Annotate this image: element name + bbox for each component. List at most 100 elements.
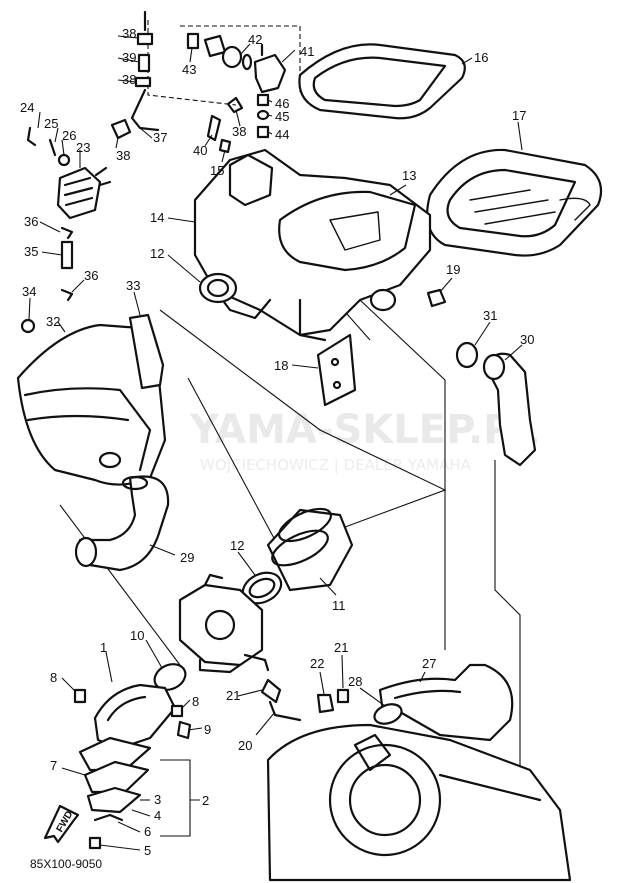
callout-24: 24: [20, 100, 34, 115]
screw-24: [26, 126, 37, 147]
valve-body-23: [56, 166, 102, 220]
screw-43: [186, 32, 200, 50]
filter-mesh: [446, 168, 577, 238]
leader-36b: [71, 279, 85, 293]
clip-38c: [110, 118, 132, 140]
callout-12: 12: [150, 246, 164, 261]
air-filter-gasket: [298, 43, 466, 120]
washer-46: [256, 93, 270, 107]
leader-38a: [117, 35, 139, 39]
watermark-subtitle: WOJCIECHOWICZ | DEALER YAMAHA: [200, 456, 472, 474]
callout-37: 37: [153, 130, 167, 145]
hose-29-body: [78, 475, 170, 572]
callout-4: 4: [154, 808, 161, 823]
air-box-outlet-right: [369, 288, 397, 312]
callout-8: 8: [50, 670, 57, 685]
callout-leaders: [28, 35, 523, 851]
clamp-12-lower-inner: [248, 577, 276, 599]
reed-stopper-4: [86, 786, 142, 814]
leader-46: [267, 99, 273, 103]
callout-44: 44: [275, 127, 289, 142]
reed-valve-3: [83, 760, 150, 794]
leader-15: [221, 149, 226, 163]
valve-connectors: [94, 166, 112, 187]
clip-36-bottom: [60, 288, 74, 302]
bolt-44: [256, 125, 270, 139]
washer-26: [57, 153, 71, 167]
leader-9: [187, 727, 203, 731]
callout-3: 3: [154, 792, 161, 807]
callout-6: 6: [144, 824, 151, 839]
ref-line-29-to-reed: [59, 504, 181, 666]
leader-27: [419, 671, 426, 683]
cooling-duct-27-ridge: [393, 689, 462, 700]
hose-30-end: [482, 353, 506, 381]
hose-35-assembly: [60, 226, 74, 302]
leader-44: [267, 131, 273, 135]
leader-1: [105, 651, 113, 683]
callout-16: 16: [474, 50, 488, 65]
leader-37: [139, 127, 153, 139]
leader-21a: [237, 689, 263, 697]
callout-28: 28: [348, 674, 362, 689]
callout-31: 31: [483, 308, 497, 323]
leader-17: [517, 121, 523, 151]
valve-body-ribs: [63, 176, 94, 207]
air-box-outlet-left: [198, 272, 238, 304]
clip-38b: [134, 76, 152, 88]
callout-38: 38: [232, 124, 246, 139]
hose-29-end: [74, 536, 98, 568]
pipe-39: [137, 53, 151, 73]
filter-frame: [426, 148, 603, 257]
callout-30: 30: [520, 332, 534, 347]
callout-23: 23: [76, 140, 90, 155]
bracket-plate-hole-top: [330, 357, 340, 367]
grommet-22: [316, 693, 335, 714]
leader-21b: [341, 654, 344, 689]
callout-40: 40: [193, 143, 207, 158]
leader-16: [461, 57, 473, 65]
filter-tab: [559, 197, 591, 221]
leader-33: [133, 291, 141, 316]
callout-21: 21: [226, 688, 240, 703]
carburetor: [178, 573, 270, 674]
leader-6: [117, 821, 141, 833]
bolt-8-left: [73, 688, 87, 704]
callout-5: 5: [144, 843, 151, 858]
intake-manifold: [73, 663, 200, 850]
callout-38: 38: [122, 72, 136, 87]
air-box-outlet-left-hole: [206, 278, 230, 298]
callout-46: 46: [275, 96, 289, 111]
callout-36: 36: [24, 214, 38, 229]
leader-12b: [237, 551, 256, 576]
bracket-2: [160, 759, 200, 837]
callout-38: 38: [116, 148, 130, 163]
callout-25: 25: [44, 116, 58, 131]
clip-38d: [226, 96, 244, 114]
leader-8a: [61, 677, 77, 693]
leader-12a: [167, 254, 201, 283]
leader-29: [149, 544, 176, 556]
callout-12: 12: [230, 538, 244, 553]
carb-joint: [241, 507, 354, 605]
hose-29-top-end: [121, 475, 149, 491]
leader-32: [57, 321, 66, 333]
hose-20: [268, 700, 302, 722]
callout-29: 29: [180, 550, 194, 565]
callout-32: 32: [46, 314, 60, 329]
clip-38: [136, 32, 154, 46]
leader-5: [99, 844, 141, 851]
leader-30: [504, 344, 523, 361]
callout-18: 18: [274, 358, 288, 373]
carb-bowl: [198, 658, 242, 674]
plate-42a: [203, 34, 227, 58]
oring-42: [241, 53, 253, 71]
oring-45: [256, 109, 270, 121]
clip-36-top: [60, 226, 74, 240]
callout-42: 42: [248, 32, 262, 47]
leader-10: [145, 639, 163, 669]
callout-15: 15: [210, 163, 224, 178]
crankcase-seam: [438, 773, 542, 802]
gasket-inner: [312, 56, 447, 108]
leader-35: [41, 251, 63, 256]
